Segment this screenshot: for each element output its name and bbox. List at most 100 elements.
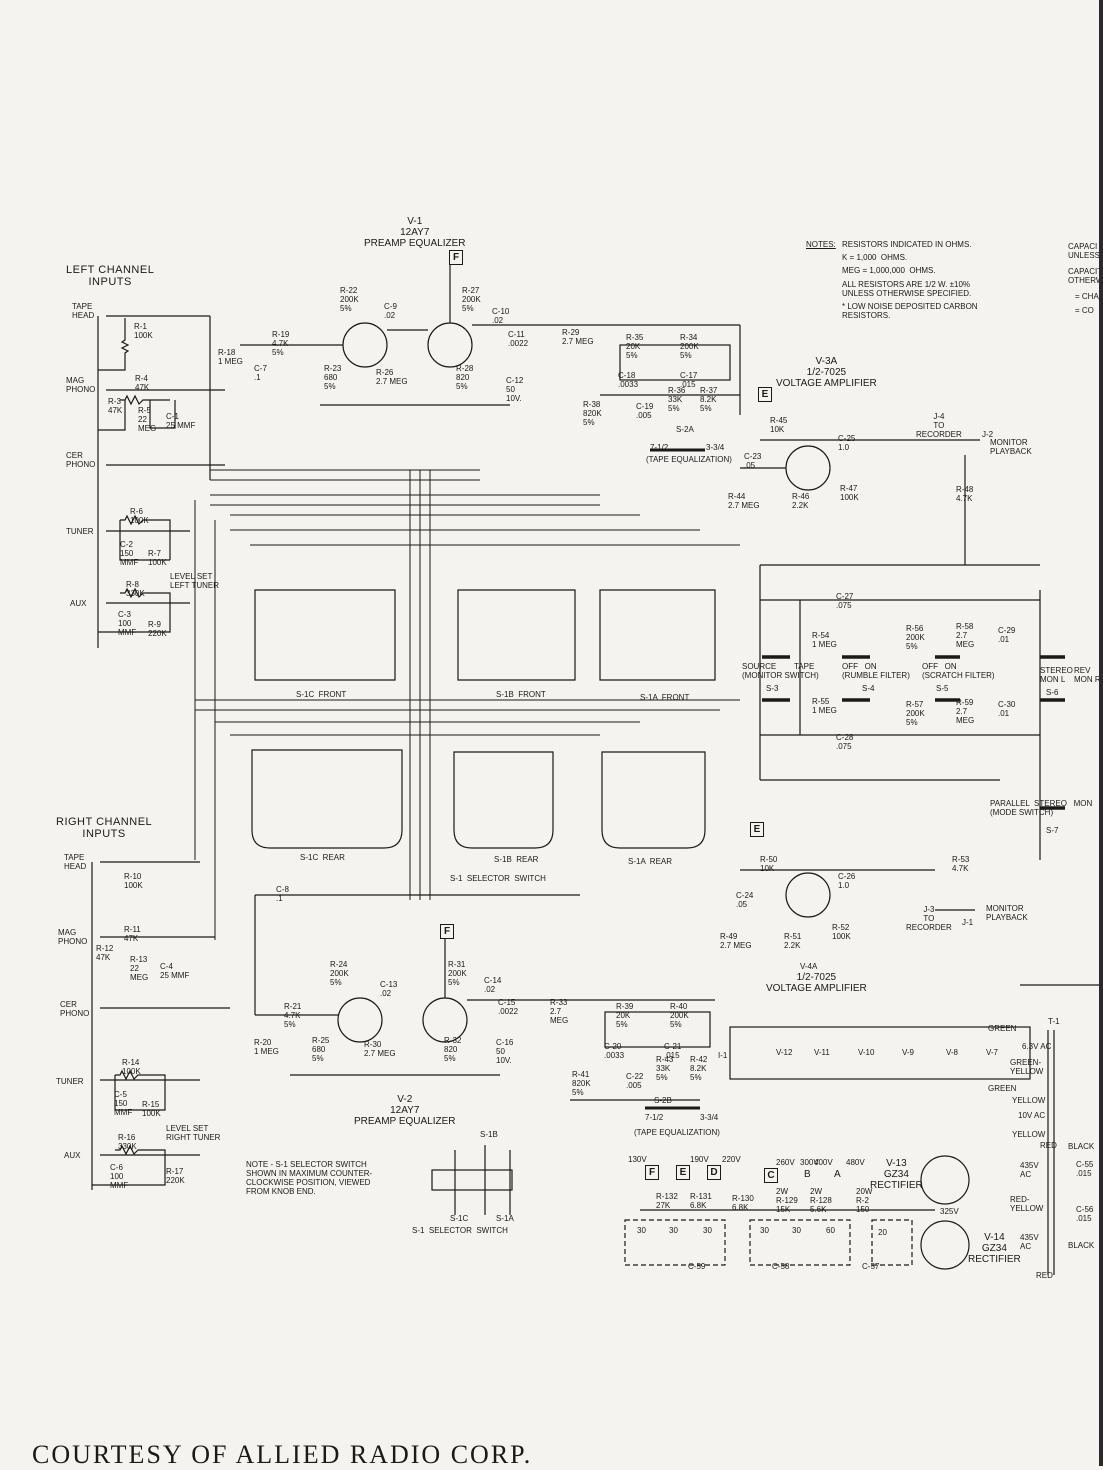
supply-a-label: A — [834, 1169, 841, 1180]
s1-note: NOTE - S-1 SELECTOR SWITCH SHOWN IN MAXI… — [246, 1160, 373, 1196]
notes-title: NOTES: — [806, 240, 836, 249]
r6-label: R-6 100K — [130, 507, 149, 525]
c12-label: C-12 50 10V. — [506, 376, 524, 403]
v14-name: V-14 — [984, 1232, 1005, 1243]
r36-label: R-36 33K 5% — [668, 386, 686, 413]
r34-label: R-34 200K 5% — [680, 333, 699, 360]
r128-label: 2W R-128 5.6K — [810, 1187, 832, 1214]
note-cut-4: OTHERW — [1068, 276, 1103, 285]
r4-label: R-4 47K — [135, 374, 150, 392]
v13-desc: RECTIFIER — [870, 1180, 923, 1191]
s3-label: SOURCE (MONITOR SWITCH) — [742, 662, 819, 680]
c13-label: C-13 .02 — [380, 980, 398, 998]
c7-label: C-7 .1 — [254, 364, 267, 382]
c10-label: C-10 .02 — [492, 307, 510, 325]
c30-label: C-30 .01 — [998, 700, 1016, 718]
c15-label: C-15 .0022 — [498, 998, 519, 1016]
c16-label: C-16 50 10V. — [496, 1038, 514, 1065]
volt-325: 325V — [940, 1207, 959, 1216]
right-tape-head-label: TAPE HEAD — [64, 853, 87, 871]
v14-type: GZ34 — [981, 1243, 1007, 1254]
pilot-lamp-label: I-1 — [718, 1051, 728, 1060]
note-line-7: RESISTORS. — [842, 311, 891, 320]
r33-label: R-33 2.7 MEG — [550, 998, 569, 1025]
c56-label: C-56 .015 — [1076, 1205, 1094, 1223]
r27-label: R-27 200K 5% — [462, 286, 481, 313]
r2-label: 20W R-2 150 — [856, 1187, 873, 1214]
right-aux-label: AUX — [64, 1151, 81, 1160]
left-channel-heading: LEFT CHANNEL INPUTS — [66, 264, 155, 288]
c8-label: C-8 .1 — [276, 885, 289, 903]
upper-tape-eq-label: (TAPE EQUALIZATION) — [646, 455, 732, 464]
c14-label: C-14 .02 — [484, 976, 502, 994]
left-cer-phono-label: CER PHONO — [66, 451, 96, 469]
v12-label: V-12 — [776, 1048, 793, 1057]
volt-480: 480V — [846, 1158, 865, 1167]
s1b-deck-label: S-1B — [480, 1130, 498, 1139]
c55-label: C-55 .015 — [1076, 1160, 1094, 1178]
volt-220: 220V — [722, 1155, 741, 1164]
v1-desc: PREAMP EQUALIZER — [364, 238, 466, 249]
v1-name: V-1 — [407, 216, 423, 227]
volt-400: 400V — [814, 1158, 833, 1167]
c27-label: C-27 .075 — [836, 592, 854, 610]
s1-selector-title: S-1 SELECTOR SWITCH — [450, 874, 546, 883]
c20-label: C-20 .0033 — [604, 1042, 625, 1060]
note-line-5: UNLESS OTHERWISE SPECIFIED. — [842, 289, 972, 298]
r19-label: R-19 4.7K 5% — [272, 330, 290, 357]
s1b-rear-label: S-1B REAR — [494, 855, 539, 864]
volt-300: 300V — [800, 1158, 819, 1167]
s5-label: OFF ON (SCRATCH FILTER) — [922, 662, 995, 680]
hv-435-lower-label: 435V AC — [1020, 1233, 1039, 1251]
r28-label: R-28 820 5% — [456, 364, 474, 391]
v4-type: 1/2-7025 — [796, 972, 837, 983]
c29-label: C-29 .01 — [998, 626, 1016, 644]
r32-label: R-32 820 5% — [444, 1036, 462, 1063]
v11-label: V-11 — [814, 1048, 830, 1057]
r15-label: R-15 100K — [142, 1100, 161, 1118]
c18-label: C-18 .0033 — [618, 371, 639, 389]
green-top-label: GREEN — [988, 1024, 1017, 1033]
r44-label: R-44 2.7 MEG — [728, 492, 760, 510]
red-bottom-label: RED — [1036, 1271, 1053, 1280]
r11-label: R-11 47K — [124, 925, 141, 943]
c25-label: C-25 1.0 — [838, 434, 856, 452]
c23-label: C-23 .05 — [744, 452, 762, 470]
s6-rev-label: REV MON R — [1074, 666, 1101, 684]
r9-label: R-9 220K — [148, 620, 167, 638]
left-aux-label: AUX — [70, 599, 87, 608]
r24-label: R-24 200K 5% — [330, 960, 349, 987]
r52-label: R-52 100K — [832, 923, 851, 941]
right-cer-phono-label: CER PHONO — [60, 1000, 90, 1018]
s4-id: S-4 — [862, 684, 875, 693]
s3-id: S-3 — [766, 684, 779, 693]
r45-label: R-45 10K — [770, 416, 788, 434]
v13-type: GZ34 — [883, 1169, 909, 1180]
r17-label: R-17 220K — [166, 1167, 185, 1185]
r129-label: 2W R-129 15K — [776, 1187, 798, 1214]
r8-label: R-8 330K — [126, 580, 145, 598]
s1a-front-label: S-1A FRONT — [640, 693, 690, 702]
note-cut-2: UNLESS — [1068, 251, 1101, 260]
supply-e-box-power: E — [676, 1165, 690, 1180]
r53-label: R-53 4.7K — [952, 855, 970, 873]
s3-tape-label: TAPE — [794, 662, 815, 671]
r1-label: R-1 100K — [134, 322, 153, 340]
v3-desc: VOLTAGE AMPLIFIER — [776, 378, 877, 389]
black-bottom-label: BLACK — [1068, 1241, 1095, 1250]
green-bottom-label: GREEN — [988, 1084, 1017, 1093]
s1c-rear-label: S-1C REAR — [300, 853, 345, 862]
r23-label: R-23 680 5% — [324, 364, 342, 391]
c28-label: C-28 .075 — [836, 733, 854, 751]
j1-label: J-1 — [962, 918, 974, 927]
s2b-label: S-2B — [654, 1096, 672, 1105]
cap-val-7: 20 — [878, 1228, 887, 1237]
upper-speed-75: 7-1/2 — [650, 443, 669, 452]
r3-label: R-3 47K — [108, 397, 123, 415]
r55-label: R-55 1 MEG — [812, 697, 837, 715]
volt-190: 190V — [690, 1155, 709, 1164]
v3-name: V-3A — [815, 356, 838, 367]
lower-speed-375: 3-3/4 — [700, 1113, 719, 1122]
